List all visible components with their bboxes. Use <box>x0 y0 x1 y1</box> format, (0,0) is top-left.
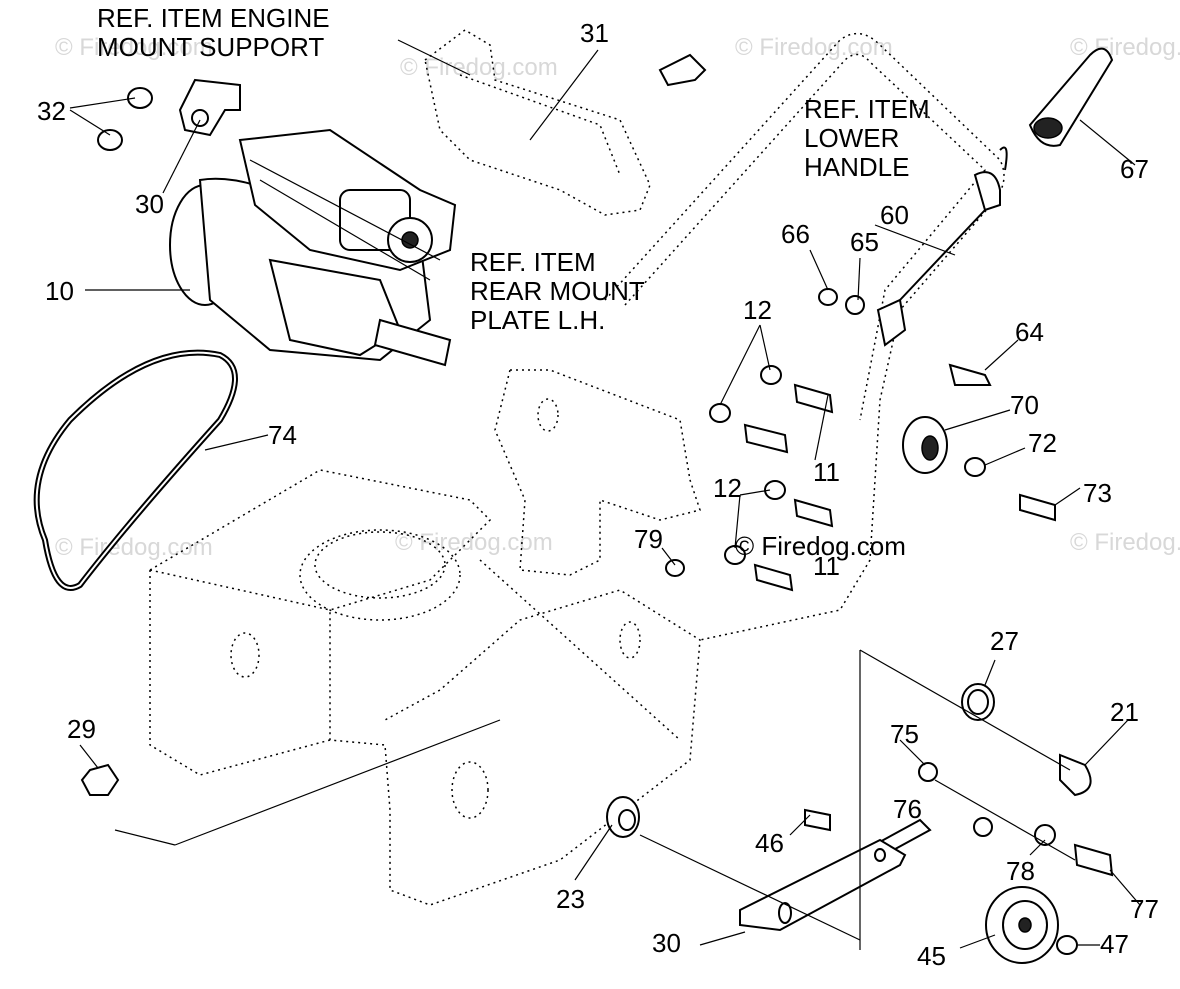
idler-bracket <box>739 838 907 932</box>
part-label: 23 <box>556 884 585 914</box>
engine <box>169 128 457 367</box>
part-label: 60 <box>880 200 909 230</box>
bracket-30 <box>178 78 241 137</box>
watermark-5: © Firedog.com <box>55 534 213 561</box>
part-label: 74 <box>268 420 297 450</box>
watermark-7: © Firedog.com <box>1070 529 1180 556</box>
pulley-45 <box>985 886 1078 964</box>
part-label: 65 <box>850 227 879 257</box>
part-label: 12 <box>743 295 772 325</box>
part-label: 79 <box>634 524 663 554</box>
part-label: 29 <box>67 714 96 744</box>
part-label: 67 <box>1120 154 1149 184</box>
part-label: 47 <box>1100 929 1129 959</box>
chassis-frame <box>149 469 701 906</box>
grip-67 <box>1028 47 1114 147</box>
part-label: 10 <box>45 276 74 306</box>
part-label: 77 <box>1130 894 1159 924</box>
part-label: 64 <box>1015 317 1044 347</box>
part-label: 12 <box>713 473 742 503</box>
ref-label-engine-mount-line1: REF. ITEM ENGINE <box>97 3 330 33</box>
ref-label-rear-mount-line2: REAR MOUNT <box>470 276 645 306</box>
bolt-31 <box>658 53 707 87</box>
watermark-1: © Firedog.com <box>55 34 213 61</box>
part-label: 31 <box>580 18 609 48</box>
part-label: 66 <box>781 219 810 249</box>
part-label: 30 <box>652 928 681 958</box>
part-label: 30 <box>135 189 164 219</box>
part-label: 27 <box>990 626 1019 656</box>
pulley-70 <box>902 416 1056 522</box>
leader-lines <box>69 39 1141 950</box>
ref-label-rear-mount-line3: PLATE L.H. <box>470 305 605 335</box>
cable-60 <box>876 146 1008 347</box>
part-label: 32 <box>37 96 66 126</box>
spring-27 <box>961 683 995 721</box>
hardware-66-65-64 <box>818 288 992 386</box>
ref-label-lower-handle-line3: HANDLE <box>804 152 909 182</box>
ref-label-engine-mount: REF. ITEM ENGINE MOUNT SUPPORT <box>97 3 330 62</box>
lower-handle-outline <box>604 32 1005 641</box>
part-label: 21 <box>1110 697 1139 727</box>
belt-74 <box>33 349 238 591</box>
part-label: 76 <box>893 794 922 824</box>
part-label: 72 <box>1028 428 1057 458</box>
watermark-6: © Firedog.com <box>395 529 553 556</box>
part-label: 73 <box>1083 478 1112 508</box>
nut-29 <box>80 763 120 796</box>
copyright-text: © Firedog.com <box>735 531 906 561</box>
bolt-21 <box>1059 753 1092 797</box>
part-label: 75 <box>890 719 919 749</box>
engine-mount-support <box>424 29 651 216</box>
ref-label-rear-mount: REF. ITEM REAR MOUNT PLATE L.H. <box>470 247 645 335</box>
part-label: 78 <box>1006 856 1035 886</box>
hardware-12-11-lower <box>665 480 834 592</box>
hardware-12-11-upper <box>709 365 834 454</box>
part-labels: 31 32 30 10 74 67 60 66 65 64 12 11 70 7… <box>37 18 1159 971</box>
ref-label-rear-mount-line1: REF. ITEM <box>470 247 596 277</box>
rear-mount-plate <box>494 369 701 576</box>
part-label: 45 <box>917 941 946 971</box>
watermark-2: © Firedog.com <box>400 54 558 81</box>
watermark-3: © Firedog.com <box>735 34 893 61</box>
pulley-23 <box>606 796 640 838</box>
watermark-4: © Firedog.com <box>1070 34 1180 61</box>
ref-label-lower-handle: REF. ITEM LOWER HANDLE <box>804 94 930 182</box>
nuts-32 <box>97 87 153 151</box>
ref-label-engine-mount-line2: MOUNT SUPPORT <box>97 32 324 62</box>
part-label: 70 <box>1010 390 1039 420</box>
ref-label-lower-handle-line1: REF. ITEM <box>804 94 930 124</box>
ref-label-lower-handle-line2: LOWER <box>804 123 899 153</box>
part-label: 11 <box>813 457 840 487</box>
part-label: 11 <box>813 551 840 581</box>
part-label: 46 <box>755 828 784 858</box>
watermarks: © Firedog.com © Firedog.com © Firedog.co… <box>55 34 1180 561</box>
